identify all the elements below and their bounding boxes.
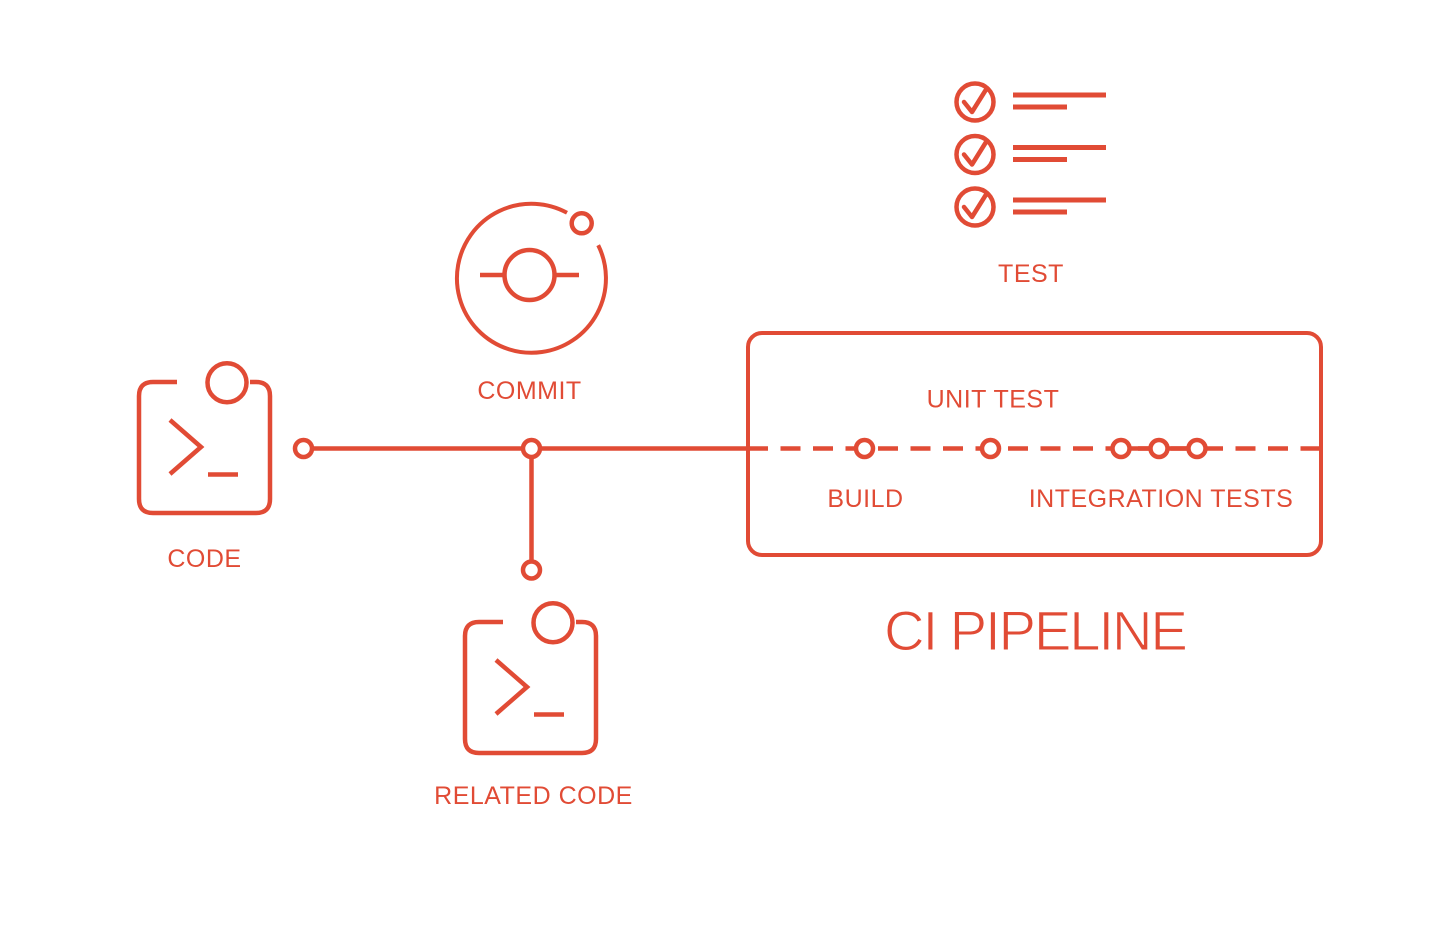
terminal-window-icon: [139, 363, 270, 513]
unit-test-label: UNIT TEST: [927, 386, 1060, 414]
commit-satellite-dot: [569, 211, 594, 236]
commit-node: COMMIT: [455, 201, 608, 405]
checklist-row: [954, 133, 1106, 176]
related-code-node: RELATED CODE: [434, 603, 633, 810]
connectors: [292, 437, 748, 581]
pipeline-box: [746, 331, 1323, 557]
stage-node-dot: [1148, 437, 1170, 460]
terminal-window-icon: [465, 603, 596, 753]
checklist-row: [954, 81, 1106, 123]
checklist-icon: [954, 81, 1106, 228]
ci-pipeline-node: UNIT TEST BUILD INTEGRATION TESTS CI PIP…: [746, 331, 1323, 663]
stage-node-dot: [1110, 437, 1132, 460]
git-commit-icon: [455, 201, 608, 355]
stage-node-dot: [1186, 437, 1208, 460]
related-code-label: RELATED CODE: [434, 782, 633, 810]
checklist-row: [954, 186, 1106, 228]
integration-tests-label: INTEGRATION TESTS: [1029, 485, 1294, 513]
stage-node-dot: [853, 437, 876, 460]
connector-junction-dot: [520, 437, 543, 460]
commit-center-circle: [502, 247, 557, 303]
connector-endpoint-dot: [520, 559, 543, 581]
checkmark-icon: [961, 85, 990, 115]
test-label: TEST: [998, 260, 1064, 288]
code-node: CODE: [139, 363, 270, 573]
pipeline-title: CI PIPELINE: [884, 599, 1186, 662]
connector-endpoint-dot: [292, 437, 315, 460]
check-circle-icon: [954, 186, 996, 228]
build-label: BUILD: [827, 485, 903, 513]
commit-label: COMMIT: [477, 377, 581, 405]
check-circle-icon: [954, 81, 996, 123]
check-circle-icon: [954, 133, 996, 176]
commit-orbit-arc: [455, 201, 608, 355]
test-node: TEST: [954, 81, 1106, 288]
checkmark-icon: [961, 190, 990, 220]
checkmark-icon: [961, 138, 990, 167]
code-label: CODE: [167, 545, 241, 573]
stage-node-dot: [979, 437, 1002, 460]
